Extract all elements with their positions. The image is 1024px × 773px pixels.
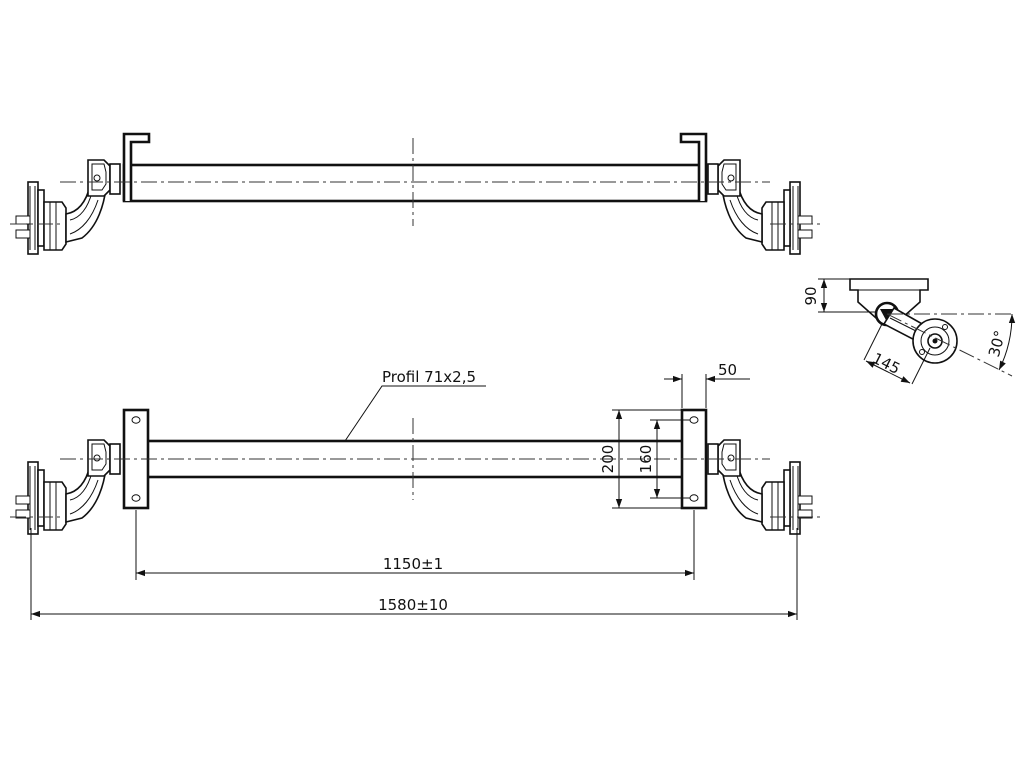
profile-leader-line	[344, 385, 486, 442]
dim-bracket-width: 50	[718, 361, 737, 379]
wheel-hub-left-bottom	[15, 439, 121, 535]
angle-bracket-right	[679, 132, 708, 201]
axle-tube-top	[122, 163, 708, 203]
axle-view-bottom: Profil 71x2,5 50 200 160 1150±1 1580±10	[10, 361, 822, 620]
dim-arm-height: 90	[802, 286, 820, 305]
dim-bracket-spacing: 1150±1	[383, 555, 443, 573]
dim-track-width: 1580±10	[378, 596, 448, 614]
dim-arm-length: 145	[869, 349, 903, 378]
profile-label: Profil 71x2,5	[382, 368, 476, 386]
angle-bracket-left	[122, 132, 151, 201]
dim-bracket-height: 200	[599, 445, 617, 474]
wheel-hub-right-bottom	[707, 439, 813, 535]
axle-side-view: 90 145 30°	[802, 278, 1016, 385]
axle-view-top	[10, 132, 822, 255]
dim-bolt-spacing: 160	[637, 445, 655, 474]
wheel-hub-left-top	[15, 159, 121, 255]
wheel-hub-right-top	[707, 159, 813, 255]
